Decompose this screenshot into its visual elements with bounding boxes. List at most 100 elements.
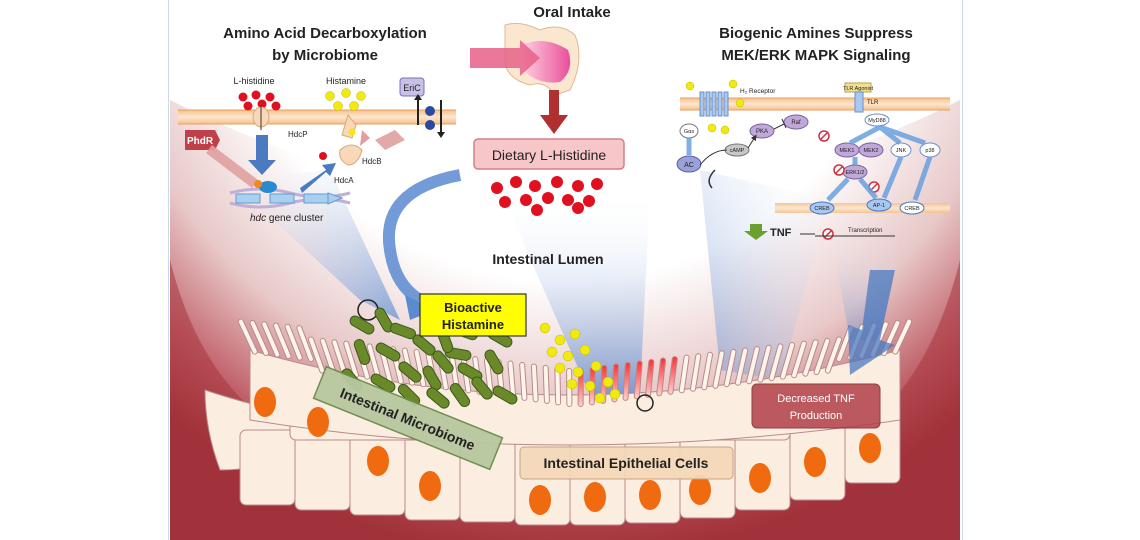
label-creb-right: CREB [904, 206, 920, 212]
microvillus [712, 350, 725, 389]
eric-box: EriC [399, 77, 425, 97]
bacterium [375, 342, 401, 362]
bioactive-line-1: Bioactive [444, 300, 502, 315]
microvillus [413, 348, 427, 388]
beam-right [700, 170, 830, 380]
microvillus [542, 364, 550, 404]
microvillus [261, 321, 281, 358]
right-membrane-top [680, 98, 950, 110]
label-ap1: AP-1 [873, 203, 885, 209]
label-gene-cluster: hdc gene cluster [250, 213, 324, 224]
label-tnf: TNF [770, 227, 792, 239]
microvillus [768, 343, 784, 382]
creb-right-node [899, 201, 925, 215]
microvillus [249, 319, 270, 357]
label-intestinal-lumen: Intestinal Lumen [492, 251, 603, 267]
hdca-enzyme [339, 144, 363, 166]
bacterium [426, 387, 450, 409]
microvillus [791, 340, 807, 379]
microvillus [813, 337, 831, 376]
label-raf: Raf [791, 120, 801, 126]
microvillus [645, 359, 655, 398]
microvillus [284, 323, 303, 361]
beam-center [500, 190, 650, 395]
label-mek2: MEK2 [864, 148, 879, 154]
right-membrane-nucleus [775, 203, 950, 213]
label-l-histidine: L-histidine [233, 76, 274, 86]
histidine-dots-left [238, 90, 281, 111]
title-left-line-2: by Microbiome [272, 47, 378, 64]
microvillus [667, 356, 678, 395]
histamine-dots-right [685, 79, 745, 135]
tnf-down-arrow [744, 224, 768, 240]
title-left-line-1: Amino Acid Decarboxylation [223, 25, 427, 42]
left-border-line [168, 0, 169, 540]
microvillus [296, 325, 314, 363]
label-erk: ERK1/2 [846, 170, 865, 176]
bacterium [370, 373, 396, 393]
hdcp-down-arrow [248, 135, 276, 175]
mek2-node [858, 142, 884, 158]
microvillus [237, 318, 258, 355]
hdc-gene-cluster [229, 180, 351, 209]
label-myd88: MyD88 [868, 118, 885, 124]
microvillus [746, 346, 760, 385]
bacterium [422, 365, 442, 391]
bacterium [398, 361, 422, 383]
bacterium [484, 349, 504, 375]
microvillus [779, 341, 796, 380]
decreased-line-2: Production [790, 410, 843, 422]
bacterium [492, 385, 518, 405]
decreased-line-1: Decreased TNF [777, 393, 855, 405]
bacterium [432, 350, 454, 374]
label-ac: AC [684, 162, 694, 169]
bioactive-histamine-box: Bioactive Histamine [419, 293, 527, 337]
label-camp: cAMP [730, 148, 745, 154]
microvillus [622, 361, 631, 401]
label-jnk: JNK [896, 148, 907, 154]
microvillus [701, 351, 713, 391]
label-pka: PKA [756, 129, 768, 135]
histamine-dots-left [325, 88, 366, 111]
decreased-tnf-box: Decreased TNF Production [751, 383, 881, 429]
label-hdca: HdcA [334, 176, 354, 185]
bacterium [449, 382, 471, 408]
bacterium [353, 338, 371, 366]
microvillus [824, 336, 842, 374]
gene-cluster-rest: gene cluster [266, 213, 324, 224]
microvillus [519, 361, 528, 401]
microvillus [689, 353, 702, 392]
microvillus [723, 348, 737, 388]
histamine-dots-falling [539, 322, 621, 404]
title-right: Biogenic Amines Suppress MEK/ERK MAPK Si… [719, 25, 913, 64]
h2-receptor [699, 91, 729, 117]
right-border-line [962, 0, 963, 540]
microvillus [633, 360, 643, 400]
label-hdcb: HdcB [362, 157, 382, 166]
label-hdcp: HdcP [288, 130, 308, 139]
arrow-to-decreased-tnf [848, 270, 895, 375]
label-tlr-agonist: TLR Agonist [843, 86, 873, 92]
epithelial-label-box: Intestinal Epithelial Cells [519, 446, 734, 480]
title-right-line-1: Biogenic Amines Suppress [719, 25, 913, 42]
microvillus [734, 347, 749, 386]
dietary-histidine-box: Dietary L-Histidine [473, 138, 625, 170]
title-left: Amino Acid Decarboxylation by Microbiome [223, 25, 427, 64]
dietary-histidine-label: Dietary L-Histidine [492, 147, 607, 163]
label-p38: p38 [925, 148, 934, 154]
microvillus [656, 357, 667, 397]
microvillus [530, 363, 539, 403]
bacterium [471, 376, 493, 400]
label-creb-left: CREB [814, 206, 830, 212]
phdr-box: PhdR [185, 130, 220, 150]
title-right-line-2: MEK/ERK MAPK Signaling [721, 47, 910, 64]
receptor-highlight-circle [636, 394, 654, 412]
histidine-dots-center [491, 176, 603, 216]
left-membrane [178, 110, 456, 124]
title-center: Oral Intake [533, 4, 611, 21]
ap1-node [866, 198, 892, 212]
label-transcription: Transcription [848, 228, 882, 234]
pathway-arrows [686, 124, 933, 202]
